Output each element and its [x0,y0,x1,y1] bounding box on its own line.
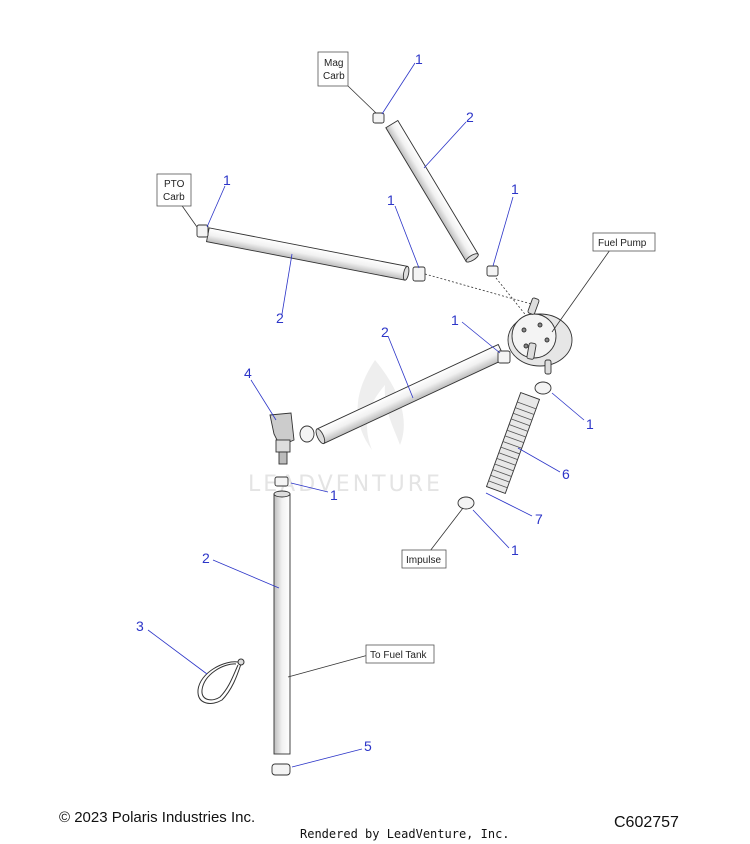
leader-lines [147,62,585,768]
tube-to-fuel-tank [273,490,291,755]
corrugated-hose [485,392,541,494]
fuel-pump [507,297,573,375]
clamp-lower [274,476,289,487]
clamps [196,112,552,776]
clamp-pto-carb [196,224,209,238]
tube-pto-carb [205,227,410,281]
dashed-connection-lines [424,273,536,319]
callout-5-clamp: 5 [364,738,372,754]
label-leader-lines [177,85,611,678]
callout-3-strap: 3 [136,618,144,634]
label-pto-carb: PTO Carb [156,173,192,207]
callout-1-upper-clamp: 1 [451,312,459,328]
clamp-upper [497,350,511,364]
callout-2-vertical-tube: 2 [202,550,210,566]
tube-middle [315,343,506,445]
clamp-bottom [271,763,291,776]
callout-1-lower-clamp: 1 [330,487,338,503]
clamp-mag-carb [372,112,385,124]
callout-1-mid-clamp: 1 [387,192,395,208]
svg-text:Mag: Mag [324,58,343,69]
label-to-fuel-tank: To Fuel Tank [365,644,435,664]
watermark-logo [357,360,404,450]
callout-1-mag-clamp: 1 [415,51,423,67]
rendered-by-text: Rendered by LeadVenture, Inc. [300,827,510,841]
callout-2-pto-tube: 2 [276,310,284,326]
clamp-fitting [299,425,315,443]
callout-2-middle-tube: 2 [381,324,389,340]
cable-strap [197,658,245,704]
clamp-hose-top [534,381,552,395]
svg-text:To Fuel Tank: To Fuel Tank [370,650,428,661]
callout-7-clamp: 7 [535,511,543,527]
callout-2-mag-tube: 2 [466,109,474,125]
svg-text:PTO: PTO [164,179,185,190]
callout-1-impulse-clamp: 1 [511,542,519,558]
copyright-text: © 2023 Polaris Industries Inc. [59,809,256,826]
clamp-impulse [457,496,475,510]
diagram-id: C602757 [614,814,679,831]
label-fuel-pump: Fuel Pump [592,232,656,252]
label-impulse: Impulse [401,549,447,569]
clamp-mid [412,266,426,282]
label-mag-carb: Mag Carb [317,51,349,87]
callout-1-pump-inlet-clamp: 1 [511,181,519,197]
svg-text:Carb: Carb [163,192,185,203]
svg-text:Fuel Pump: Fuel Pump [598,238,647,249]
callout-4-fitting: 4 [244,365,252,381]
callout-6-hose: 6 [562,466,570,482]
tube-mag-carb [385,119,479,263]
callout-1-hose-clamp: 1 [586,416,594,432]
callout-1-pto-clamp: 1 [223,172,231,188]
svg-text:Impulse: Impulse [406,555,441,566]
fuel-fitting [269,412,295,465]
clamp-pump-inlet [486,265,499,277]
svg-text:Carb: Carb [323,71,345,82]
